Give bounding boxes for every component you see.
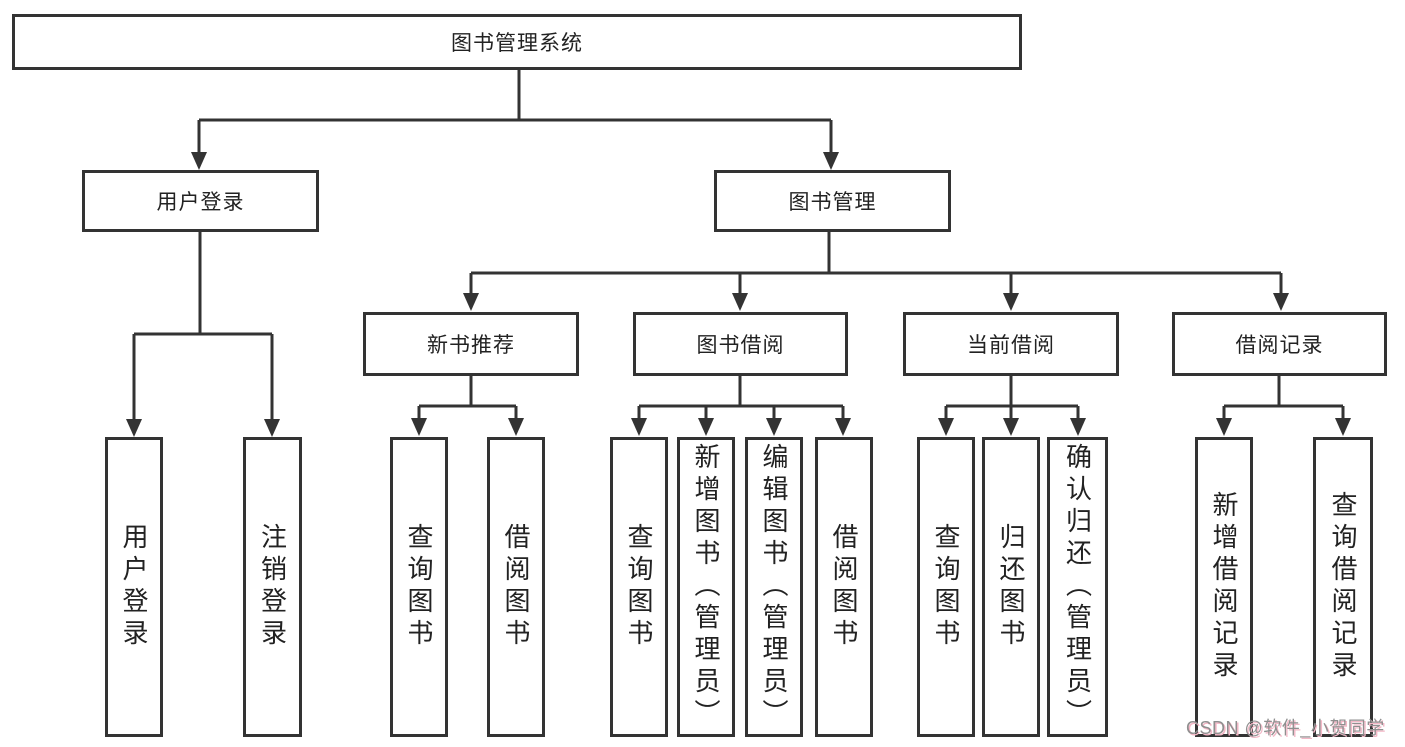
node-root: 图书管理系统 — [12, 14, 1022, 70]
leaf-current-confirm-return-admin-label: 确认归还（管理员） — [1062, 443, 1093, 731]
leaf-current-return-books-label: 归还图书 — [996, 523, 1026, 651]
node-borrow-records-label: 借阅记录 — [1235, 334, 1324, 357]
leaf-borrow-edit-books-admin-label: 编辑图书（管理员） — [759, 443, 789, 731]
node-borrow-records: 借阅记录 — [1172, 312, 1387, 376]
node-root-label: 图书管理系统 — [451, 32, 583, 55]
leaf-user-login: 用户登录 — [105, 437, 163, 737]
leaf-logout-label: 注销登录 — [257, 523, 288, 651]
leaf-records-query-record-label: 查询借阅记录 — [1328, 491, 1358, 683]
leaf-records-query-record: 查询借阅记录 — [1313, 437, 1373, 737]
node-new-book-recommend-label: 新书推荐 — [427, 334, 515, 357]
node-user-login-branch: 用户登录 — [82, 170, 319, 232]
node-book-management: 图书管理 — [714, 170, 951, 232]
leaf-current-query-books-label: 查询图书 — [931, 523, 961, 651]
leaf-current-query-books: 查询图书 — [917, 437, 975, 737]
leaf-newrec-query-books: 查询图书 — [390, 437, 448, 737]
node-current-borrow-label: 当前借阅 — [967, 334, 1055, 357]
node-user-login-branch-label: 用户登录 — [156, 191, 245, 214]
leaf-records-add-record-label: 新增借阅记录 — [1209, 491, 1239, 683]
leaf-borrow-query-books: 查询图书 — [610, 437, 668, 737]
leaf-user-login-label: 用户登录 — [119, 523, 149, 651]
leaf-current-confirm-return-admin: 确认归还（管理员） — [1047, 437, 1108, 737]
leaf-borrow-add-books-admin: 新增图书（管理员） — [677, 437, 735, 737]
node-new-book-recommend: 新书推荐 — [363, 312, 579, 376]
node-current-borrow: 当前借阅 — [903, 312, 1119, 376]
leaf-newrec-borrow-books-label: 借阅图书 — [501, 523, 531, 651]
leaf-borrow-add-books-admin-label: 新增图书（管理员） — [691, 443, 721, 731]
leaf-records-add-record: 新增借阅记录 — [1195, 437, 1253, 737]
node-book-management-label: 图书管理 — [788, 191, 877, 214]
csdn-watermark: CSDN @软件_小贺同学 — [1186, 718, 1385, 738]
leaf-logout: 注销登录 — [243, 437, 302, 737]
leaf-borrow-query-books-label: 查询图书 — [624, 523, 654, 651]
leaf-current-return-books: 归还图书 — [982, 437, 1040, 737]
node-book-borrow-label: 图书借阅 — [696, 334, 785, 357]
leaf-newrec-borrow-books: 借阅图书 — [487, 437, 545, 737]
leaf-newrec-query-books-label: 查询图书 — [404, 523, 434, 651]
node-book-borrow: 图书借阅 — [633, 312, 848, 376]
leaf-borrow-borrow-books: 借阅图书 — [815, 437, 873, 737]
leaf-borrow-edit-books-admin: 编辑图书（管理员） — [745, 437, 803, 737]
leaf-borrow-borrow-books-label: 借阅图书 — [829, 523, 859, 651]
